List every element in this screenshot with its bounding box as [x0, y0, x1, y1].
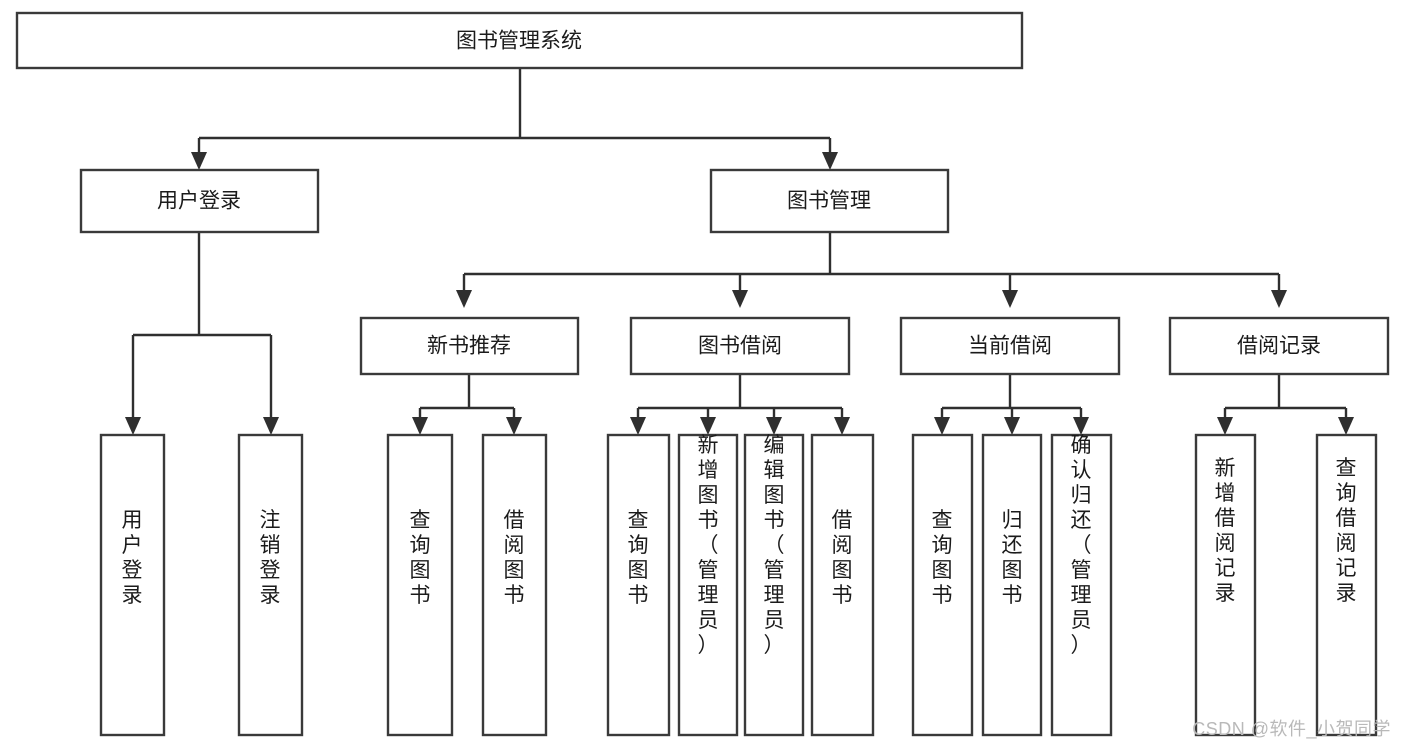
leaf-node[interactable]: 确认归还（管理员） — [1050, 433, 1113, 737]
leaf-node-box[interactable] — [677, 433, 739, 737]
node-root-box[interactable] — [15, 11, 1024, 70]
leaf-node[interactable]: 查询图书 — [911, 433, 974, 737]
leaf-node-box[interactable] — [911, 433, 974, 737]
leaf-node-box[interactable] — [981, 433, 1043, 737]
node-new-book-recommend[interactable]: 新书推荐 — [359, 316, 580, 376]
arrow-head-icon — [1004, 417, 1020, 435]
node-user-login-label: 用户登录 — [157, 190, 241, 213]
leaf-node-label: 查询借阅记录 — [1336, 457, 1357, 605]
leaf-node-box[interactable] — [1050, 433, 1113, 737]
node-user-login-box[interactable] — [79, 168, 320, 234]
leaf-node-label: 新增图书（管理员） — [698, 434, 719, 657]
leaf-node-label: 注销登录 — [260, 509, 281, 607]
leaf-node-box[interactable] — [237, 433, 304, 737]
node-current-borrow-box[interactable] — [899, 316, 1121, 376]
arrow-head-icon — [822, 152, 838, 170]
leaf-node[interactable]: 查询借阅记录 — [1315, 433, 1378, 737]
leaf-node-label: 查询图书 — [628, 509, 649, 607]
leaf-node-label: 新增借阅记录 — [1215, 457, 1236, 605]
leaf-node[interactable]: 归还图书 — [981, 433, 1043, 737]
arrow-head-icon — [934, 417, 950, 435]
node-book-borrow[interactable]: 图书借阅 — [629, 316, 851, 376]
node-new-book-recommend-box[interactable] — [359, 316, 580, 376]
leaf-node-box[interactable] — [99, 433, 166, 737]
leaf-node-label: 确认归还（管理员） — [1071, 434, 1092, 657]
leaf-node[interactable]: 借阅图书 — [810, 433, 875, 737]
arrow-head-icon — [456, 290, 472, 308]
arrow-head-icon — [834, 417, 850, 435]
leaf-node[interactable]: 编辑图书（管理员） — [743, 433, 805, 737]
leaf-node[interactable]: 借阅图书 — [481, 433, 548, 737]
arrow-head-icon — [1271, 290, 1287, 308]
leaf-node-box[interactable] — [1194, 433, 1257, 737]
leaf-node[interactable]: 用户登录 — [99, 433, 166, 737]
arrow-head-icon — [506, 417, 522, 435]
node-book-borrow-box[interactable] — [629, 316, 851, 376]
leaf-node[interactable]: 新增图书（管理员） — [677, 433, 739, 737]
arrow-head-icon — [1338, 417, 1354, 435]
arrow-head-icon — [1073, 417, 1089, 435]
leaf-node[interactable]: 查询图书 — [386, 433, 454, 737]
node-root-label: 图书管理系统 — [456, 30, 582, 53]
node-current-borrow-label: 当前借阅 — [968, 335, 1052, 358]
arrow-head-icon — [412, 417, 428, 435]
connector-layer — [125, 68, 1354, 435]
leaf-node[interactable]: 查询图书 — [606, 433, 671, 737]
arrow-head-icon — [766, 417, 782, 435]
arrow-head-icon — [263, 417, 279, 435]
arrow-head-icon — [630, 417, 646, 435]
leaf-node[interactable]: 注销登录 — [237, 433, 304, 737]
arrow-head-icon — [191, 152, 207, 170]
arrow-head-icon — [1002, 290, 1018, 308]
leaf-node-label: 借阅图书 — [832, 509, 853, 607]
node-book-management-label: 图书管理 — [787, 190, 871, 213]
arrow-head-icon — [732, 290, 748, 308]
leaf-node[interactable]: 新增借阅记录 — [1194, 433, 1257, 737]
leaf-node-box[interactable] — [386, 433, 454, 737]
leaf-node-label: 查询图书 — [410, 509, 431, 607]
leaf-node-label: 查询图书 — [932, 509, 953, 607]
leaf-node-box[interactable] — [606, 433, 671, 737]
node-borrow-record[interactable]: 借阅记录 — [1168, 316, 1390, 376]
node-book-management-box[interactable] — [709, 168, 950, 234]
node-root[interactable]: 图书管理系统 — [15, 11, 1024, 70]
node-borrow-record-box[interactable] — [1168, 316, 1390, 376]
arrow-head-icon — [1217, 417, 1233, 435]
node-book-management[interactable]: 图书管理 — [709, 168, 950, 234]
node-current-borrow[interactable]: 当前借阅 — [899, 316, 1121, 376]
leaf-node-box[interactable] — [1315, 433, 1378, 737]
leaf-node-label: 编辑图书（管理员） — [764, 434, 785, 657]
node-new-book-recommend-label: 新书推荐 — [427, 335, 511, 358]
node-book-borrow-label: 图书借阅 — [698, 335, 782, 358]
leaf-node-label: 用户登录 — [122, 509, 143, 607]
arrow-head-icon — [700, 417, 716, 435]
leaf-node-box[interactable] — [481, 433, 548, 737]
leaf-node-label: 借阅图书 — [504, 509, 525, 607]
leaf-node-label: 归还图书 — [1002, 509, 1023, 607]
leaf-node-box[interactable] — [743, 433, 805, 737]
leaf-node-box[interactable] — [810, 433, 875, 737]
node-user-login[interactable]: 用户登录 — [79, 168, 320, 234]
arrow-head-icon — [125, 417, 141, 435]
node-borrow-record-label: 借阅记录 — [1237, 335, 1321, 358]
